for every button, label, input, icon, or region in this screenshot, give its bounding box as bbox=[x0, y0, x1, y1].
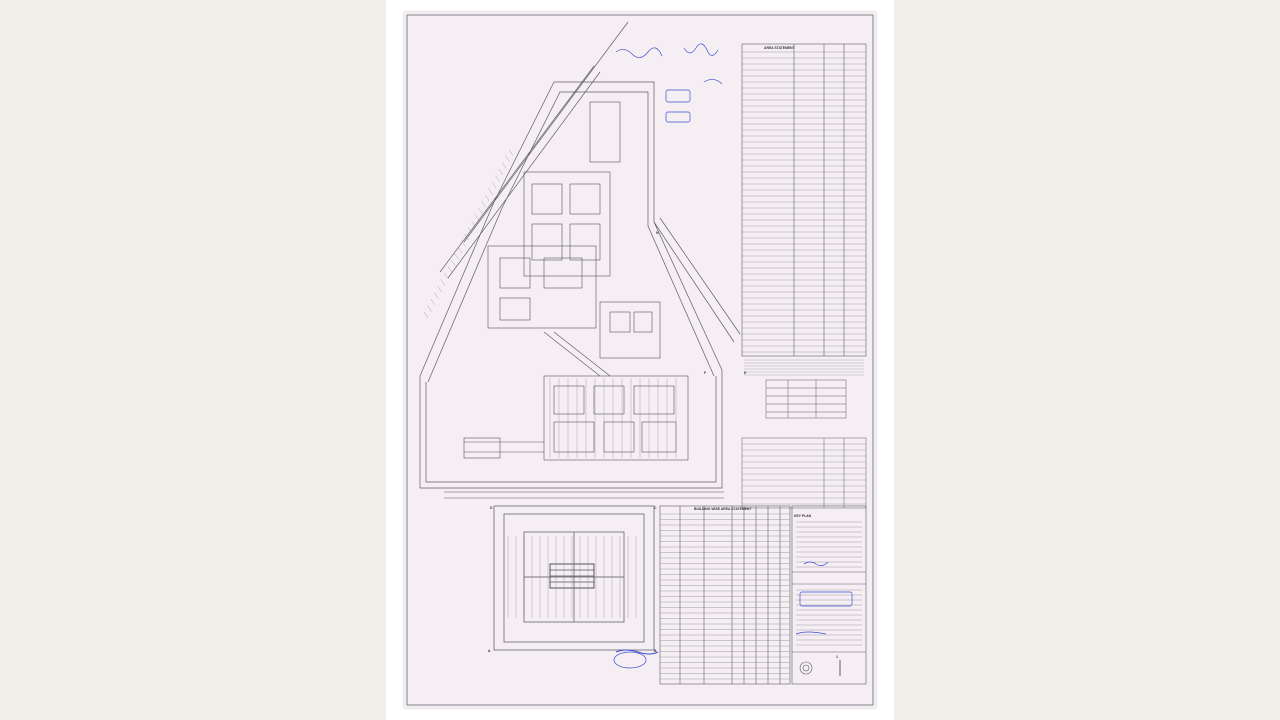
key-plan-label: KEY PLAN bbox=[794, 514, 812, 518]
drawing-sheet: D C A B N E F AREA STATEMENT bbox=[404, 12, 876, 708]
key-plan bbox=[493, 505, 655, 651]
grid-label-f: F bbox=[704, 371, 706, 375]
unit-area-table bbox=[659, 505, 791, 685]
unit-table-title: BUILDING WISE AREA STATEMENT bbox=[694, 507, 752, 511]
grid-label-c: C bbox=[654, 506, 657, 510]
parking-table bbox=[741, 437, 867, 509]
grid-label-b: B bbox=[654, 649, 657, 653]
site-boundary bbox=[419, 21, 741, 489]
grid-label-e: E bbox=[744, 371, 747, 375]
title-block bbox=[791, 505, 867, 685]
approval-stamps bbox=[613, 43, 853, 669]
drawing-detail-lines bbox=[423, 149, 677, 618]
building-blocks bbox=[444, 101, 724, 499]
legend-table bbox=[765, 379, 847, 419]
grid-label-d: D bbox=[490, 506, 493, 510]
unit-area-rows bbox=[660, 513, 790, 680]
general-notes bbox=[744, 359, 864, 376]
grid-label-n: N bbox=[656, 231, 659, 235]
sheet-number: 1 bbox=[836, 655, 838, 659]
site-plan-drawing: D C A B N E F AREA STATEMENT bbox=[406, 14, 874, 706]
grid-label-a: A bbox=[488, 649, 491, 653]
area-statement-rows bbox=[742, 51, 866, 353]
title-block-text bbox=[796, 521, 862, 646]
parking-table-rows bbox=[742, 443, 866, 505]
area-table-title: AREA STATEMENT bbox=[764, 46, 796, 50]
area-statement-table bbox=[741, 43, 867, 357]
